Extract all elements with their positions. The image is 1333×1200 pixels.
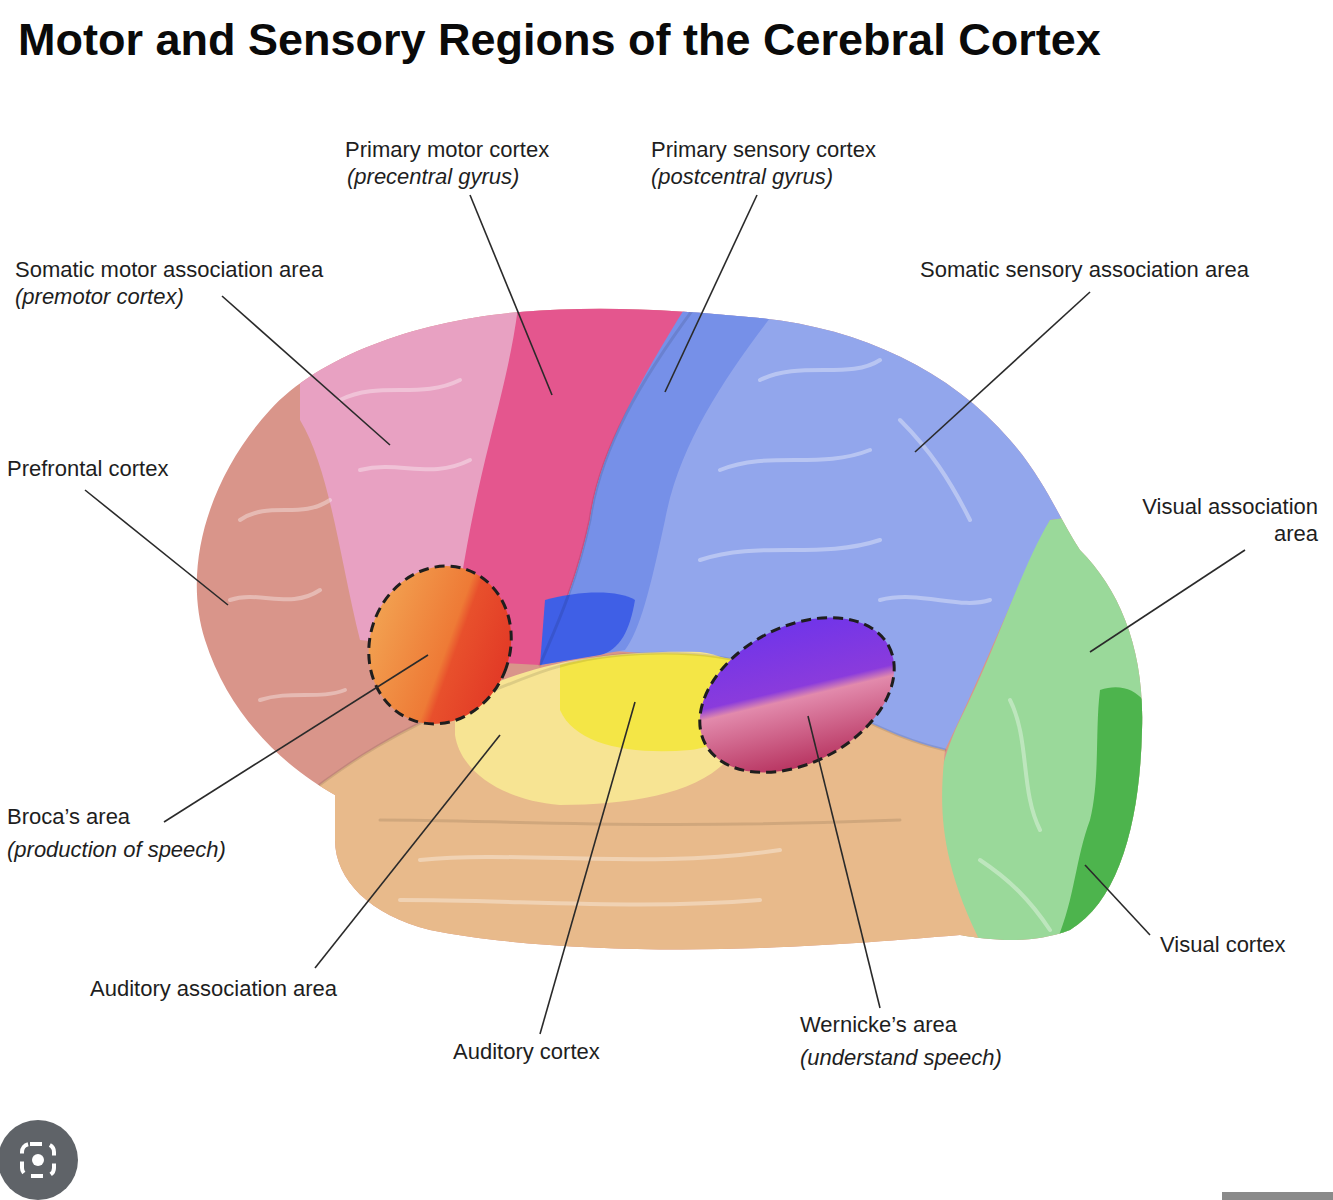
leader-line: [164, 655, 428, 822]
leader-line: [1085, 865, 1150, 935]
scroll-bar: [1222, 1192, 1333, 1200]
region-label: Prefrontal cortex: [7, 455, 168, 482]
region-label: Somatic motor association area: [15, 256, 323, 283]
region-label: Visual association area: [1098, 493, 1318, 547]
leader-line: [85, 490, 228, 605]
leader-line: [808, 716, 880, 1008]
region-label: Primary motor cortex: [345, 136, 549, 163]
visual-cortex-region: [1055, 687, 1150, 945]
region-label: (premotor cortex): [15, 283, 184, 310]
region-label: Auditory association area: [90, 975, 337, 1002]
leader-lines: [85, 195, 1245, 1034]
region-label: Primary sensory cortex: [651, 136, 876, 163]
broca-region: [347, 546, 533, 744]
region-label: (understand speech): [800, 1044, 1002, 1071]
lens-icon: [0, 1120, 78, 1200]
leader-line: [915, 292, 1090, 452]
region-label: (postcentral gyrus): [651, 163, 833, 190]
sensory-strip: [540, 300, 780, 665]
leader-line: [1090, 550, 1245, 652]
leader-line: [315, 735, 500, 968]
region-label: (production of speech): [7, 836, 226, 863]
region-label: Wernicke’s area: [800, 1011, 957, 1038]
lens-icon-frame: [22, 1144, 54, 1176]
region-label: Visual cortex: [1160, 931, 1286, 958]
region-label: Auditory cortex: [453, 1038, 600, 1065]
region-label: Somatic sensory association area: [920, 256, 1249, 283]
visual-association-region: [934, 500, 1200, 1000]
lens-icon-circle: [0, 1120, 78, 1200]
lens-icon-dot: [32, 1154, 44, 1166]
leader-line: [222, 296, 390, 445]
gyri-texture: [230, 360, 1050, 930]
leader-line: [540, 702, 635, 1034]
leader-line: [665, 195, 757, 392]
region-label: (precentral gyrus): [347, 163, 519, 190]
leader-line: [470, 195, 552, 395]
diagram-title: Motor and Sensory Regions of the Cerebra…: [18, 14, 1101, 66]
wernicke-region: [673, 586, 921, 804]
region-label: Broca’s area: [7, 803, 130, 830]
